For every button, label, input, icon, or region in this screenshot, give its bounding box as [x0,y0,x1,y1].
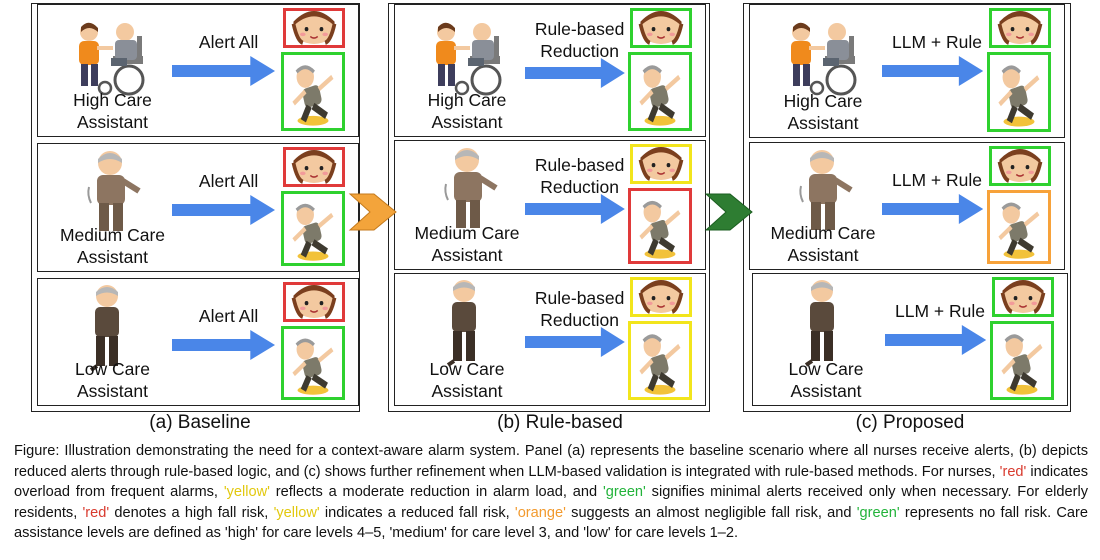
arrow-label: Alert All [198,171,259,191]
resident-fall-risk-badge [987,190,1051,264]
chevron-right-icon [348,193,397,231]
elderly-person-walking-icon [434,144,504,239]
nurse-alert-badge [283,147,345,187]
arrow-label: LLM + Rule [895,301,985,321]
elderly-person-standing-icon [434,277,494,372]
arrow-label: Alert All [198,32,259,52]
elderly-person-standing-icon [77,282,137,377]
elderly-person-walking-icon [789,146,859,241]
arrow-right-icon [884,325,986,355]
arrow-label: LLM + Rule [892,170,982,190]
caregiver-wheelchair-icon [779,18,869,103]
nurse-alert-badge [989,146,1051,186]
nurse-alert-badge [630,144,692,184]
arrow-right-icon [525,194,625,224]
nurse-alert-badge [630,277,692,317]
nurse-alert-badge [989,8,1051,48]
arrow-right-icon [172,56,276,86]
arrow-right-icon [881,194,983,224]
arrow-right-icon [525,58,625,88]
resident-fall-risk-badge [281,191,345,266]
resident-fall-risk-badge [628,52,692,131]
arrow-right-icon [172,330,276,360]
arrow-label: Alert All [198,306,259,326]
arrow-right-icon [172,195,276,225]
resident-fall-risk-badge [990,321,1054,400]
caregiver-wheelchair-icon [424,18,514,103]
caregiver-wheelchair-icon [67,18,157,103]
arrow-right-icon [525,327,625,357]
nurse-alert-badge [283,8,345,48]
panel-caption-baseline: (a) Baseline [149,412,251,433]
nurse-alert-badge [992,277,1054,317]
nurse-alert-badge [630,8,692,48]
resident-fall-risk-badge [628,321,692,400]
resident-fall-risk-badge [628,188,692,264]
chevron-right-icon [704,193,753,231]
resident-fall-risk-badge [987,52,1051,132]
figure-caption: Figure: Illustration demonstrating the n… [14,443,1089,541]
panel-caption-proposed: (c) Proposed [855,412,965,433]
elderly-person-walking-icon [77,147,147,242]
resident-fall-risk-badge [281,52,345,131]
resident-fall-risk-badge [281,326,345,400]
arrow-label: LLM + Rule [892,32,982,52]
panel-caption-rule-based: (b) Rule-based [497,412,623,433]
arrow-right-icon [881,56,983,86]
nurse-alert-badge [283,282,345,322]
elderly-person-standing-icon [792,277,852,372]
